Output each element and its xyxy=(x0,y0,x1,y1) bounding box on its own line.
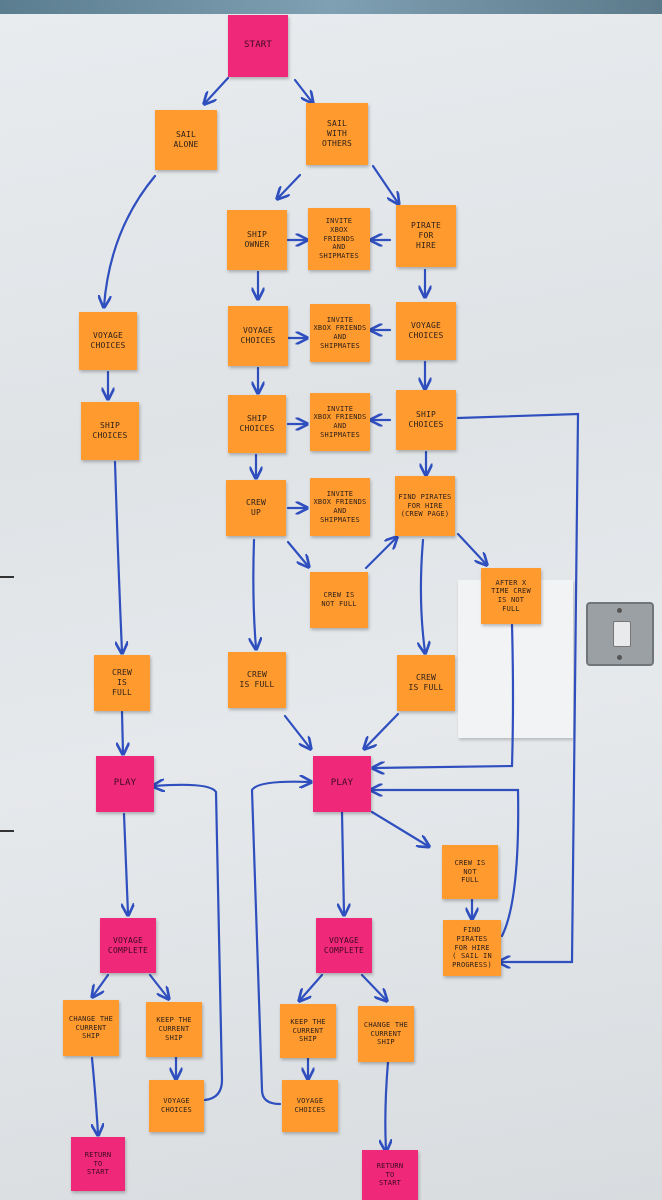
play-right-note: Play xyxy=(313,756,371,812)
arrow-vc-left-keep xyxy=(150,975,168,998)
arrow-play-left-down xyxy=(124,814,128,914)
start-note: Start xyxy=(228,15,288,77)
arrow-find-to-full xyxy=(421,540,425,652)
arrow-owner-full-to-play xyxy=(285,716,310,748)
arrow-vc-left-change xyxy=(93,975,108,996)
voyage-choices-bottom-right-note: Voyage Choices xyxy=(282,1080,338,1132)
crew-not-full-note: Crew is Not Full xyxy=(310,572,368,628)
voyage-choices-owner-note: Voyage Choices xyxy=(228,306,288,366)
keep-ship-left-note: Keep the Current Ship xyxy=(146,1002,202,1057)
crew-full-alone-note: Crew is Full xyxy=(94,655,150,711)
arrow-others-to-owner xyxy=(278,175,300,198)
change-ship-left-note: Change the Current Ship xyxy=(63,1000,119,1056)
arrow-start-to-sail-alone xyxy=(205,78,228,103)
change-ship-right-note: Change the Current Ship xyxy=(358,1006,414,1062)
crew-full-pirate-note: Crew is Full xyxy=(397,655,455,711)
arrow-sail-alone-down xyxy=(104,176,155,306)
arrow-others-to-pirate xyxy=(373,166,398,203)
arrow-pirate-full-to-play xyxy=(365,714,398,748)
voyage-choices-bottom-left-note: Voyage Choices xyxy=(149,1080,204,1132)
find-pirates-crew-page-note: Find Pirates For Hire (Crew Page) xyxy=(395,476,455,536)
ship-choices-pirate-note: Ship Choices xyxy=(396,390,456,450)
arrow-vc-right-change xyxy=(362,975,386,1000)
voyage-complete-left-note: Voyage Complete xyxy=(100,918,156,973)
arrow-ship-to-crew-alone xyxy=(115,462,122,652)
arrow-crew-up-not-full xyxy=(288,542,308,566)
arrow-start-to-sail-with-others xyxy=(295,80,312,102)
after-x-time-note: After X Time Crew is Not Full xyxy=(481,568,541,624)
crew-up-note: Crew Up xyxy=(226,480,286,536)
arrow-play-to-not-full xyxy=(372,812,428,846)
return-to-start-left-note: Return to Start xyxy=(71,1137,125,1191)
find-pirates-in-progress-note: Find Pirates For Hire ( Sail in Progress… xyxy=(443,920,501,976)
arrow-not-full-to-find xyxy=(366,538,396,568)
arrow-find-to-after xyxy=(458,534,486,564)
return-to-start-right-note: Return to Start xyxy=(362,1150,418,1200)
sail-with-others-note: Sail With Others xyxy=(306,103,368,165)
arrow-crew-to-play-left xyxy=(122,712,123,753)
arrow-change-to-return-left xyxy=(92,1058,98,1134)
arrow-change-to-return-right xyxy=(385,1062,388,1150)
keep-ship-right-note: Keep the Current Ship xyxy=(280,1004,336,1058)
invite-friends-note: Invite XBox Friends and Shipmates xyxy=(310,393,370,451)
crew-not-full-right-note: Crew is Not Full xyxy=(442,845,498,899)
arrow-vc-right-keep xyxy=(300,975,322,1000)
voyage-complete-right-note: Voyage Complete xyxy=(316,918,372,973)
play-left-note: Play xyxy=(96,756,154,812)
arrow-crew-up-to-full xyxy=(253,540,256,648)
pirate-for-hire-note: Pirate For Hire xyxy=(396,205,456,267)
ship-choices-owner-note: Ship Choices xyxy=(228,395,286,453)
ship-choices-alone-note: Ship Choices xyxy=(81,402,139,460)
voyage-choices-alone-note: Voyage Choices xyxy=(79,312,137,370)
ship-owner-note: Ship Owner xyxy=(227,210,287,270)
invite-friends-note: Invite XBox Friends and Shipmates xyxy=(308,208,370,270)
voyage-choices-pirate-note: Voyage Choices xyxy=(396,302,456,360)
invite-friends-note: Invite XBox Friends and Shipmates xyxy=(310,304,370,362)
crew-full-owner-note: Crew is Full xyxy=(228,652,286,708)
invite-friends-note: Invite XBox Friends and Shipmates xyxy=(310,478,370,536)
arrow-play-right-down xyxy=(342,812,344,914)
sail-alone-note: Sail Alone xyxy=(155,110,217,170)
